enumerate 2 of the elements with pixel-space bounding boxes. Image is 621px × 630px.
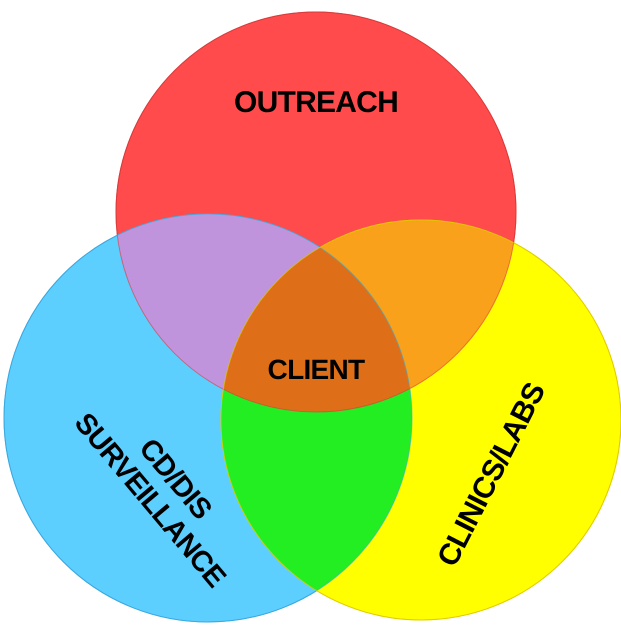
circle-label: CLIENT bbox=[268, 354, 364, 386]
circle-label: OUTREACH bbox=[234, 86, 398, 120]
